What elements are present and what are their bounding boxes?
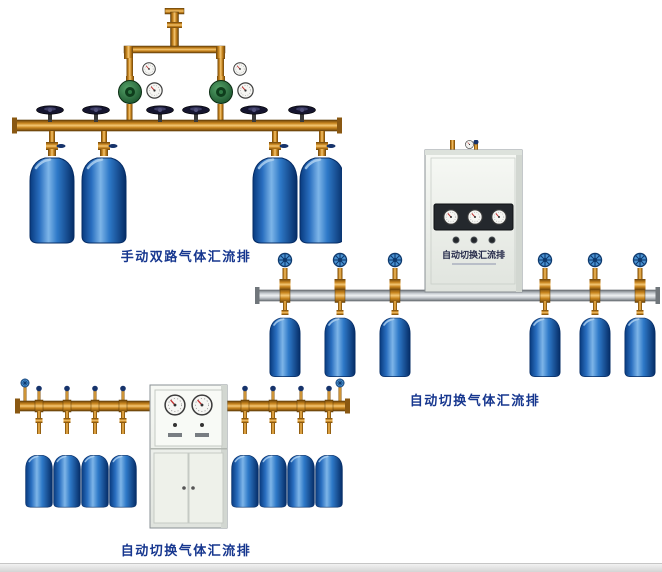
gas-cylinder — [529, 317, 561, 378]
gas-cylinder — [81, 454, 109, 509]
pressure-gauge — [467, 209, 483, 225]
gas-cylinder — [624, 317, 656, 378]
pressure-gauge — [233, 62, 247, 76]
regulator-outlet-pipes — [126, 104, 224, 121]
control-cabinet — [149, 384, 228, 529]
control-cabinet: 自动切换汇流排 — [424, 140, 523, 293]
valve-handwheel-blue — [335, 378, 345, 388]
valve-handwheel-blue — [277, 252, 293, 268]
gas-cylinder — [259, 454, 287, 509]
gas-cylinder — [315, 454, 343, 509]
product-illustration-auto-switch-floor — [15, 378, 350, 529]
gas-cylinder — [231, 454, 259, 509]
valve-handwheel-blue — [387, 252, 403, 268]
gas-cylinder — [29, 156, 75, 245]
valve-handwheel — [182, 105, 210, 122]
gas-cylinder — [579, 317, 611, 378]
product-caption-auto-switch-floor: 自动切换气体汇流排 — [120, 543, 252, 558]
gas-cylinder — [53, 454, 81, 509]
pressure-gauge — [146, 82, 163, 99]
product-caption-manual-dual: 手动双路气体汇流排 — [120, 249, 252, 264]
gas-cylinder — [81, 156, 127, 245]
gauge-panel — [154, 389, 223, 447]
cylinder-valve — [98, 131, 118, 156]
pressure-gauge — [164, 394, 186, 416]
valve-assembly — [634, 268, 646, 315]
valve-handwheel-blue — [587, 252, 603, 268]
door-handle — [182, 486, 186, 490]
indicator-light — [488, 236, 496, 244]
product-caption-auto-switch-wall: 自动切换气体汇流排 — [409, 393, 541, 408]
indicator-light — [200, 423, 204, 427]
header-pipe — [12, 117, 342, 134]
cylinder-necks — [35, 411, 333, 434]
gas-cylinder — [269, 317, 301, 378]
gas-cylinder — [287, 454, 315, 509]
pipe-risers — [23, 385, 342, 402]
switch — [195, 433, 209, 437]
door-handle — [191, 486, 195, 490]
pressure-gauge — [443, 209, 459, 225]
valve-assembly — [334, 268, 346, 315]
cylinder-valve — [46, 131, 66, 156]
product-illustration-auto-switch-wall: 自动切换汇流排 — [255, 140, 660, 378]
page-bottom-divider — [0, 563, 662, 572]
pressure-gauge — [237, 82, 254, 99]
valve-handwheel — [240, 105, 268, 122]
valve-handwheel-blue — [537, 252, 553, 268]
switch — [168, 433, 182, 437]
valve-handwheel-blue — [632, 252, 648, 268]
gas-cylinder — [25, 454, 53, 509]
valve-handwheel — [36, 105, 64, 122]
pressure-gauge — [465, 140, 474, 149]
gas-cylinder — [324, 317, 356, 378]
gas-cylinder — [379, 317, 411, 378]
valve-handwheel-blue — [20, 378, 30, 388]
cabinet-label: 自动切换汇流排 — [442, 249, 505, 260]
product-illustration-manual-dual-manifold — [12, 8, 342, 245]
valve-assembly — [589, 268, 601, 315]
cylinder-valve — [316, 131, 336, 156]
valve-assembly — [279, 268, 291, 315]
pressure-regulator — [118, 76, 142, 104]
indicator-light — [452, 236, 460, 244]
pressure-gauge — [491, 209, 507, 225]
indicator-light — [173, 423, 177, 427]
valve-assembly — [389, 268, 401, 315]
valve-handwheel — [82, 105, 110, 122]
valve-handwheel — [288, 105, 316, 122]
cabinet-inlet-pipe — [450, 140, 455, 152]
indicator-light — [470, 236, 478, 244]
valve-assembly — [539, 268, 551, 315]
cabinet-subtext-bar — [452, 263, 496, 265]
inlet-piping — [123, 8, 226, 80]
cabinet-inlet-pipe — [474, 142, 478, 152]
valve-handwheel — [146, 105, 174, 122]
pressure-gauge — [191, 394, 213, 416]
pressure-regulator — [209, 76, 233, 104]
gas-cylinder — [109, 454, 137, 509]
cylinder-valve — [269, 131, 289, 156]
pressure-gauge — [142, 62, 156, 76]
valve-handwheel-blue — [332, 252, 348, 268]
